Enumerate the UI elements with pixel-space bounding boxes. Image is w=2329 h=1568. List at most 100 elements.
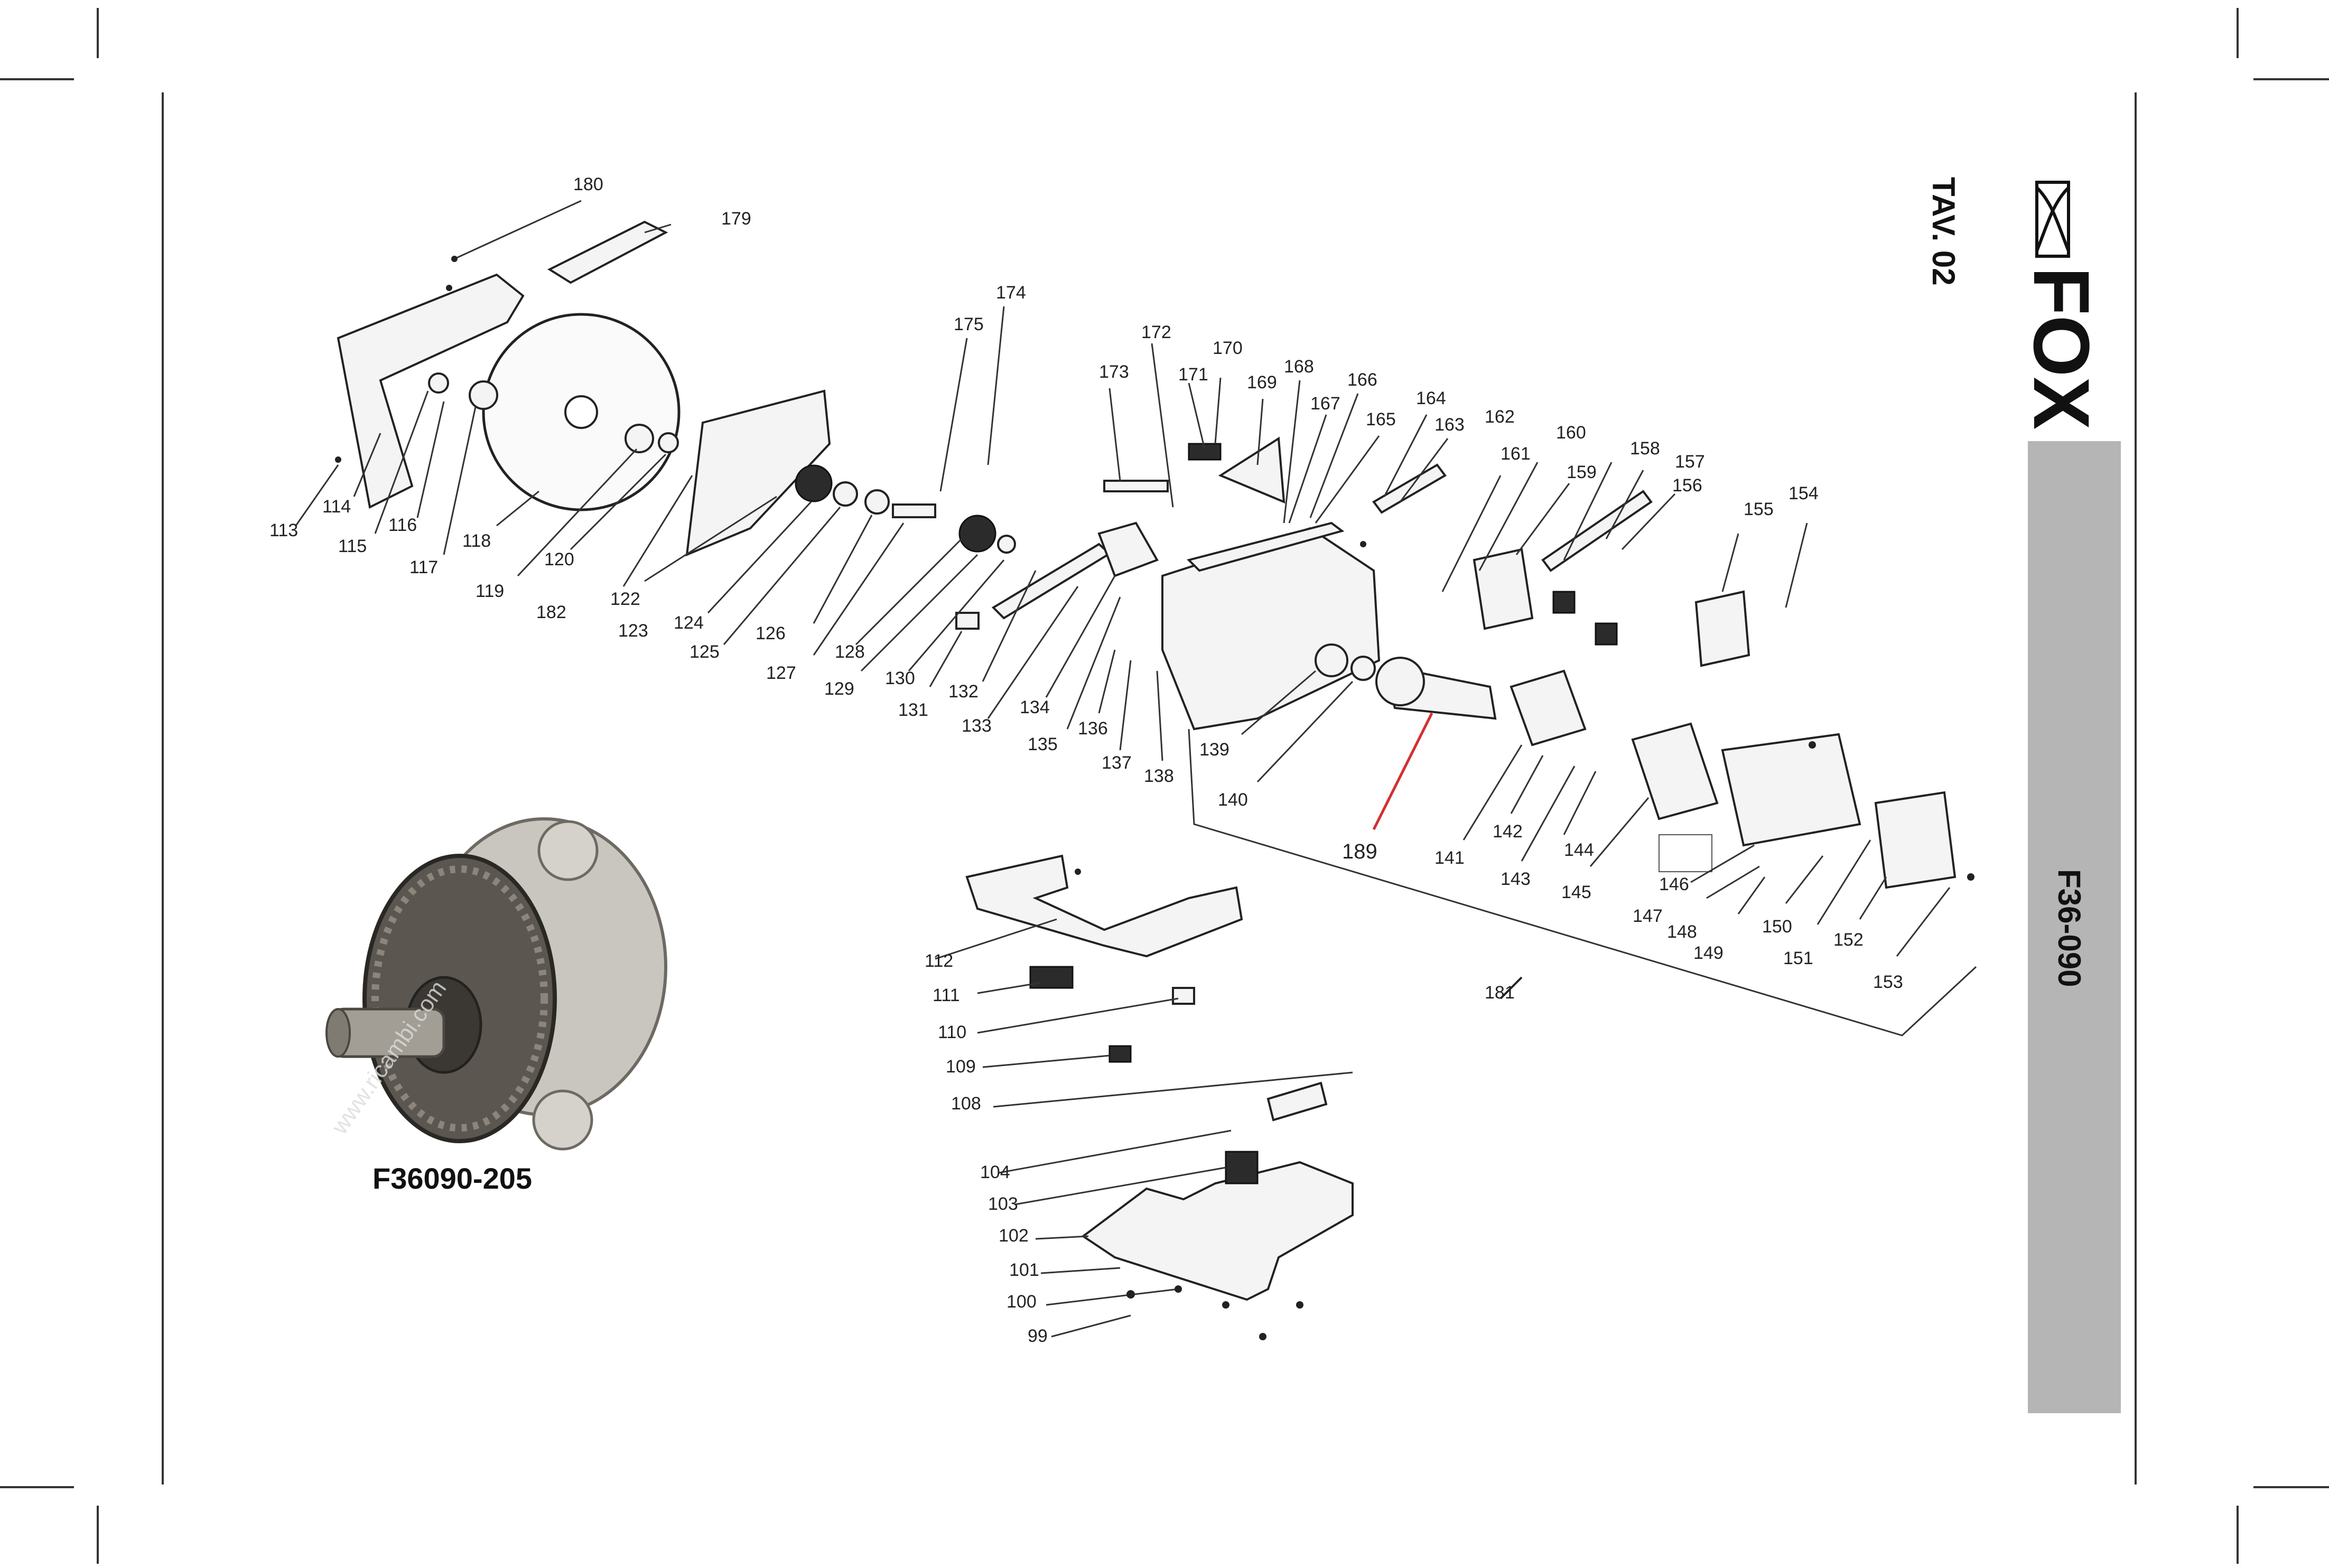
part-label: 151 xyxy=(1783,948,1813,968)
part-label: 152 xyxy=(1833,930,1864,950)
part-label: 139 xyxy=(1199,740,1229,760)
knob-109 xyxy=(1108,1045,1132,1063)
part-label: 150 xyxy=(1762,917,1792,937)
part-label: 148 xyxy=(1667,922,1697,942)
gear-assembly-photo: www.ricambi.com F36090-205 xyxy=(325,817,667,1195)
base-plate-167 xyxy=(1187,521,1345,572)
part-label: 137 xyxy=(1102,753,1132,773)
part-label: 182 xyxy=(536,602,566,622)
part-label: 175 xyxy=(954,314,984,334)
gear-129 xyxy=(958,515,996,553)
part-label: 112 xyxy=(925,951,953,971)
part-label: 172 xyxy=(1141,322,1171,342)
part-label: 146 xyxy=(1659,874,1689,894)
part-label: 138 xyxy=(1144,766,1174,786)
brand-logo: FOX xyxy=(2017,181,2106,430)
part-label: 156 xyxy=(1672,475,1702,496)
part-label: 143 xyxy=(1501,869,1531,889)
part-label: 133 xyxy=(962,716,992,736)
part-label: 161 xyxy=(1501,444,1531,464)
armature-fan xyxy=(1375,657,1425,706)
part-label: 117 xyxy=(409,557,438,577)
group-bracket-181 xyxy=(1188,729,1977,1037)
part-label: 144 xyxy=(1564,840,1594,860)
part-label: 164 xyxy=(1416,388,1446,408)
brand-name: FOX xyxy=(2017,267,2106,430)
part-label: 140 xyxy=(1218,790,1248,810)
part-label: 179 xyxy=(721,209,751,229)
part-label: 154 xyxy=(1788,483,1819,503)
part-label: 157 xyxy=(1675,452,1705,472)
base-tray-102 xyxy=(1081,1161,1354,1301)
flange-117 xyxy=(469,380,498,410)
part-label: 124 xyxy=(674,613,704,633)
part-label: 158 xyxy=(1630,438,1660,459)
part-label: 131 xyxy=(898,700,928,720)
part-label: 127 xyxy=(766,663,796,683)
brush-holder-157 xyxy=(1595,622,1618,646)
part-label: 99 xyxy=(1028,1326,1048,1346)
clip-110 xyxy=(1172,987,1195,1005)
photo-gear-teeth xyxy=(371,865,548,1132)
part-label: 163 xyxy=(1434,415,1465,435)
part-label: 171 xyxy=(1178,365,1208,385)
part-label: 100 xyxy=(1007,1292,1037,1312)
rod-173 xyxy=(1103,480,1169,492)
bearing-140 xyxy=(1350,656,1376,681)
stator-145 xyxy=(1631,722,1719,820)
part-label: 167 xyxy=(1310,394,1340,414)
part-label: 130 xyxy=(885,668,915,688)
table-label: TAV. 02 xyxy=(1926,177,1961,286)
crop-marks xyxy=(0,8,2329,1564)
guard-handle-179 xyxy=(547,220,668,284)
part-label: 169 xyxy=(1247,372,1277,393)
part-label: 170 xyxy=(1213,338,1243,358)
saw-blade-hole xyxy=(564,395,598,429)
part-label: 119 xyxy=(476,581,504,601)
key-131 xyxy=(955,612,980,630)
gear-124 xyxy=(795,464,833,502)
part-label: 110 xyxy=(938,1022,966,1042)
fasteners xyxy=(335,256,1974,1340)
part-label: 165 xyxy=(1366,409,1396,430)
part-label: 142 xyxy=(1493,822,1523,842)
switch-cover-155 xyxy=(1694,590,1750,667)
plate-108 xyxy=(1266,1081,1328,1122)
arm-133 xyxy=(991,543,1112,620)
cord-guard-158 xyxy=(1541,490,1653,572)
photo-caption: F36090-205 xyxy=(372,1162,532,1195)
part-label: 160 xyxy=(1556,423,1586,443)
part-labels: 99 100 101 102 103 104 108 109 110 111 1… xyxy=(269,174,1903,1346)
part-label: 126 xyxy=(756,623,786,643)
group-bracket-181-leader xyxy=(1499,976,1523,1000)
base-frame-112 xyxy=(965,854,1243,958)
model-code: F36-090 xyxy=(2052,869,2087,987)
armature-189-highlight-leader xyxy=(1372,712,1433,830)
flange-116 xyxy=(428,372,449,394)
part-label: 136 xyxy=(1078,718,1108,739)
part-label: 111 xyxy=(933,985,960,1005)
part-label: 181 xyxy=(1485,983,1515,1003)
part-label: 114 xyxy=(322,497,351,517)
part-label: 129 xyxy=(824,679,854,699)
block-111 xyxy=(1029,966,1074,989)
arm-135 xyxy=(1097,521,1159,577)
highlighted-part-label: 189 xyxy=(1342,840,1377,863)
bearing-125 xyxy=(833,481,858,507)
flange-120 xyxy=(658,432,679,453)
photo-flange-ear xyxy=(537,820,599,881)
motor-housing xyxy=(1721,733,1861,847)
part-label: 153 xyxy=(1873,972,1903,992)
part-label: 166 xyxy=(1347,370,1377,390)
part-label: 132 xyxy=(948,682,979,702)
part-label: 174 xyxy=(996,283,1026,303)
part-label: 113 xyxy=(269,520,298,540)
part-label: 104 xyxy=(980,1162,1010,1182)
part-label: 173 xyxy=(1099,362,1129,382)
part-label: 101 xyxy=(1009,1260,1039,1280)
brush-156 xyxy=(1552,591,1576,614)
part-label: 135 xyxy=(1028,734,1058,754)
baffle-141 xyxy=(1510,669,1587,746)
label-146 xyxy=(1659,834,1712,872)
end-cap-152 xyxy=(1874,791,1957,889)
